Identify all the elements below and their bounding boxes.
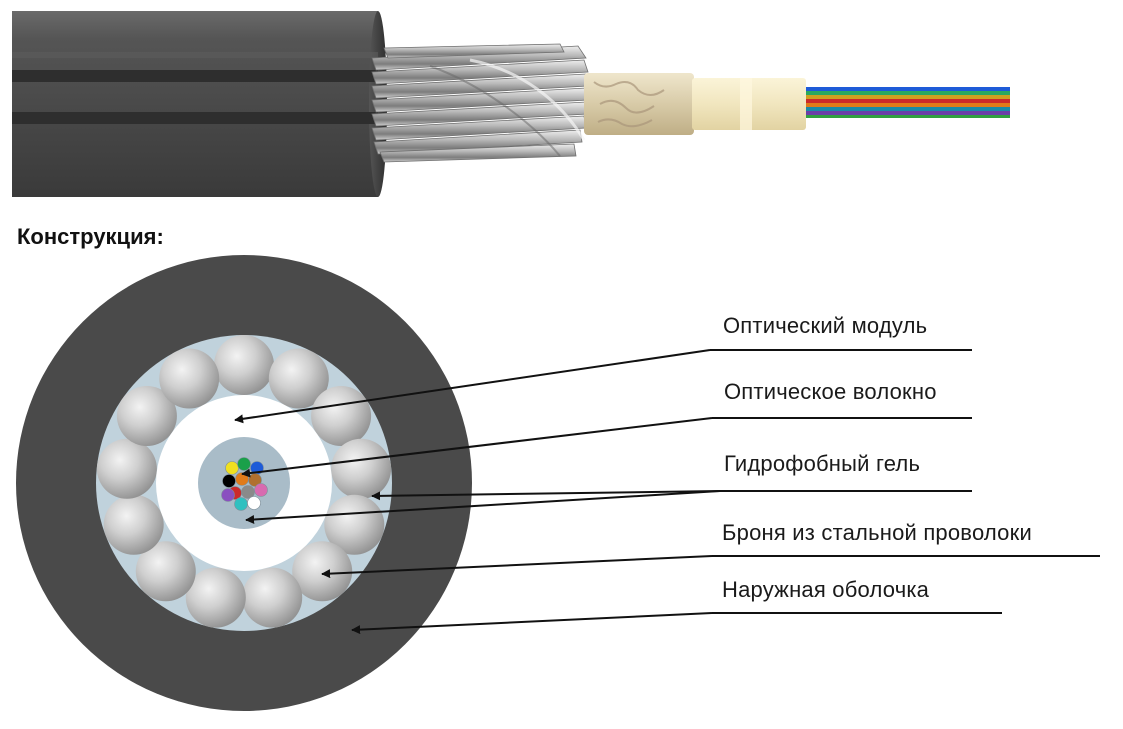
armor-wire [185,567,246,628]
label-optical-fiber: Оптическое волокно [724,379,937,404]
armor-wire [311,386,372,446]
armor-wire [242,567,303,628]
construction-heading: Конструкция: [17,224,164,249]
steel-wire-armor [96,335,392,628]
jacket-stripe-top [12,70,378,82]
leader-arrow-armor [321,555,713,579]
armor-wire [96,438,157,499]
label-steel-wire-armor: Броня из стальной проволоки [722,520,1032,545]
armor-wire [135,541,196,602]
armor-wire [331,438,392,499]
optical-fiber-dot [221,488,235,502]
leader-lines [234,349,1100,635]
leader-arrow-optical-module [234,349,711,424]
optical-fiber-dot [248,473,262,487]
label-optical-module: Оптический модуль [723,313,928,338]
label-hydrophobic-gel: Гидрофобный гель [724,451,921,476]
steel-wires-side [371,43,589,163]
leader-arrow-gel-outer [371,490,721,501]
optical-fiber-dot [237,457,251,471]
leader-arrow-gel-inner [245,490,721,524]
armor-wire [268,348,329,409]
leader-arrow-optical-fiber [241,417,713,478]
cable-side-view [12,11,1010,197]
optical-fiber-dot [234,497,248,511]
optical-fiber-dot [254,483,268,497]
armor-wire [324,494,385,555]
jacket-side [12,11,378,197]
label-outer-sheath: Наружная оболочка [722,577,930,602]
leader-arrow-sheath [351,612,713,635]
cable-cross-section [16,255,472,711]
armor-wire [214,335,274,395]
armor-wire [159,348,220,409]
armor-wire [116,386,177,446]
armor-wire [103,494,164,555]
optical-fiber-dot [222,474,236,488]
jacket-stripe-bottom [12,112,378,124]
optical-fiber-dot [241,485,255,499]
optical-fiber-dot [247,496,261,510]
fibers-side [806,87,1010,118]
optical-fiber-dot [225,461,239,475]
